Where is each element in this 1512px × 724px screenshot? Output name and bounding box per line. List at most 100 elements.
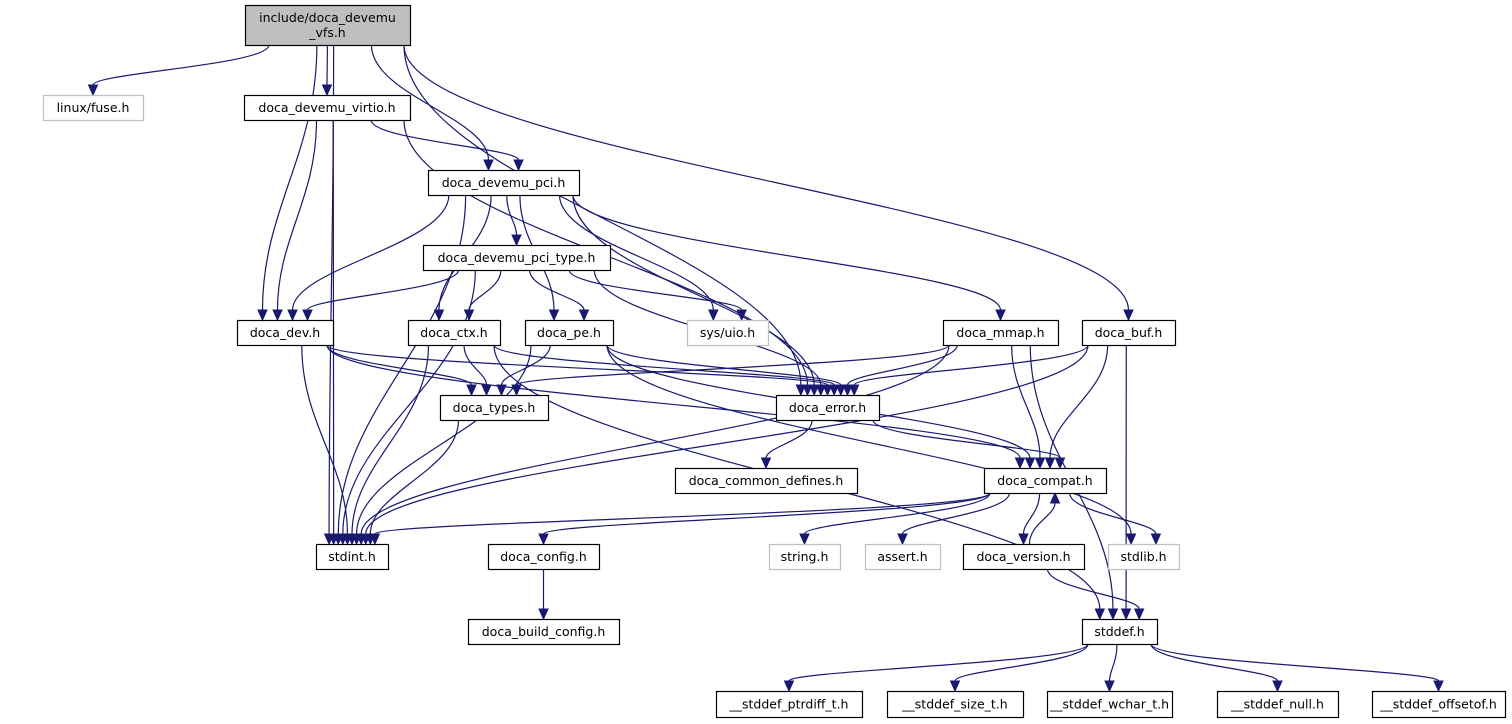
arrowhead-icon bbox=[783, 680, 795, 693]
arrowhead-icon bbox=[799, 533, 810, 546]
arrowhead-icon bbox=[1433, 680, 1444, 693]
edge-compat-to-config bbox=[542, 492, 991, 535]
node-box bbox=[236, 319, 335, 347]
node-ctx[interactable]: doca_ctx.h bbox=[407, 319, 502, 347]
arrowhead-icon bbox=[848, 384, 860, 397]
edge-compat-to-stdlib bbox=[1069, 492, 1157, 535]
node-ptrdiff[interactable]: __stddef_ptrdiff_t.h bbox=[715, 690, 864, 719]
edge-devemu_pci-to-sys_uio bbox=[558, 194, 714, 311]
node-box bbox=[1081, 319, 1177, 347]
node-label: string.h bbox=[781, 549, 829, 564]
edge-version-to-compat bbox=[1028, 502, 1056, 545]
arrowhead-icon bbox=[538, 608, 549, 621]
arrowhead-icon bbox=[433, 309, 445, 322]
node-box bbox=[983, 467, 1108, 495]
node-mmap[interactable]: doca_mmap.h bbox=[942, 319, 1060, 347]
arrowhead-icon bbox=[272, 309, 283, 322]
arrowhead-icon bbox=[1104, 680, 1115, 693]
edge-compat-to-version bbox=[1022, 492, 1041, 535]
edge-ctx-to-stdint bbox=[351, 344, 430, 535]
arrowhead-icon bbox=[1014, 457, 1026, 470]
arrowhead-icon bbox=[538, 533, 549, 546]
node-offsetof[interactable]: __stddef_offsetof.h bbox=[1371, 690, 1507, 719]
edge-devemu_pci_type-to-pe bbox=[529, 269, 585, 311]
arrowhead-icon bbox=[1044, 457, 1056, 470]
edges-layer bbox=[87, 44, 1444, 693]
node-assert: assert.h bbox=[864, 543, 942, 571]
edge-devemu_pci-to-dev bbox=[291, 194, 450, 311]
arrowhead-icon bbox=[815, 384, 827, 397]
node-label: doca_config.h bbox=[500, 549, 587, 564]
node-stdint[interactable]: stdint.h bbox=[315, 543, 390, 571]
node-label: stdlib.h bbox=[1120, 549, 1166, 564]
edge-devemu_pci_type-to-dev bbox=[306, 269, 460, 311]
node-pe[interactable]: doca_pe.h bbox=[524, 319, 615, 347]
node-label: __stddef_null.h bbox=[1230, 697, 1324, 712]
arrowhead-icon bbox=[511, 234, 522, 247]
node-linux-fuse: linux/fuse.h bbox=[42, 94, 145, 122]
arrowhead-icon bbox=[802, 384, 813, 397]
node-label: linux/fuse.h bbox=[57, 100, 130, 115]
arrowhead-icon bbox=[1123, 309, 1134, 322]
node-box bbox=[407, 319, 502, 347]
node-sys-uio: sys/uio.h bbox=[686, 319, 770, 347]
node-label: doca_build_config.h bbox=[482, 624, 606, 639]
arrowhead-icon bbox=[1024, 457, 1036, 470]
node-box bbox=[1046, 690, 1174, 719]
edge-dev-to-types bbox=[326, 344, 473, 386]
node-devemu-virtio[interactable]: doca_devemu_virtio.h bbox=[243, 94, 412, 122]
node-error[interactable]: doca_error.h bbox=[775, 394, 881, 422]
node-null[interactable]: __stddef_null.h bbox=[1216, 690, 1340, 719]
arrowhead-icon bbox=[87, 84, 99, 97]
arrowhead-icon bbox=[808, 384, 820, 397]
arrowhead-icon bbox=[1094, 608, 1106, 621]
node-stddef[interactable]: stddef.h bbox=[1081, 618, 1159, 646]
edge-types-to-stdint bbox=[369, 419, 460, 535]
arrowhead-icon bbox=[1150, 533, 1162, 546]
node-buf[interactable]: doca_buf.h bbox=[1081, 319, 1177, 347]
node-dev[interactable]: doca_dev.h bbox=[236, 319, 335, 347]
node-label: include/doca_devemu bbox=[259, 10, 396, 25]
edge-compat-to-string bbox=[803, 492, 991, 535]
edge-buf-to-stdint bbox=[365, 344, 1089, 535]
edge-dev-to-error bbox=[326, 344, 829, 386]
node-label: doca_error.h bbox=[789, 400, 866, 415]
arrowhead-icon bbox=[466, 384, 477, 397]
node-build-config[interactable]: doca_build_config.h bbox=[467, 618, 621, 646]
node-root[interactable]: include/doca_devemu_vfs.h bbox=[244, 4, 412, 47]
node-compat[interactable]: doca_compat.h bbox=[983, 467, 1108, 495]
edge-stddef-to-null bbox=[1150, 643, 1279, 682]
arrowhead-icon bbox=[1125, 533, 1137, 546]
arrowhead-icon bbox=[795, 384, 807, 397]
node-common-defines[interactable]: doca_common_defines.h bbox=[674, 467, 859, 495]
node-version[interactable]: doca_version.h bbox=[962, 543, 1086, 571]
node-box bbox=[674, 467, 859, 495]
arrowhead-icon bbox=[257, 309, 268, 322]
node-wchar[interactable]: __stddef_wchar_t.h bbox=[1046, 690, 1174, 719]
node-box bbox=[686, 319, 770, 347]
arrowhead-icon bbox=[835, 384, 847, 397]
node-config[interactable]: doca_config.h bbox=[487, 543, 601, 571]
node-types[interactable]: doca_types.h bbox=[439, 394, 550, 422]
node-box bbox=[467, 618, 621, 646]
edge-devemu_pci-to-mmap bbox=[572, 194, 1002, 311]
arrowhead-icon bbox=[321, 84, 333, 97]
edge-root-to-dev bbox=[261, 44, 318, 311]
node-devemu-pci[interactable]: doca_devemu_pci.h bbox=[427, 169, 581, 197]
node-string: string.h bbox=[768, 543, 842, 571]
node-box bbox=[1216, 690, 1340, 719]
node-label: sys/uio.h bbox=[700, 325, 755, 340]
arrowhead-icon bbox=[481, 384, 492, 397]
edge-stddef-to-wchar bbox=[1108, 643, 1118, 682]
node-devemu-pci-type[interactable]: doca_devemu_pci_type.h bbox=[422, 244, 612, 272]
edge-mmap-to-error bbox=[846, 344, 958, 386]
node-label: __stddef_ptrdiff_t.h bbox=[729, 697, 849, 712]
node-label: __stddef_size_t.h bbox=[901, 697, 1007, 712]
edge-devemu_pci_type-to-sys_uio bbox=[568, 269, 743, 311]
node-label: doca_devemu_pci.h bbox=[442, 175, 566, 190]
arrowhead-icon bbox=[548, 309, 560, 322]
arrowhead-icon bbox=[1272, 680, 1283, 693]
node-label: doca_pe.h bbox=[537, 325, 601, 340]
node-label: _vfs.h bbox=[308, 25, 345, 40]
node-size-t[interactable]: __stddef_size_t.h bbox=[886, 690, 1025, 719]
